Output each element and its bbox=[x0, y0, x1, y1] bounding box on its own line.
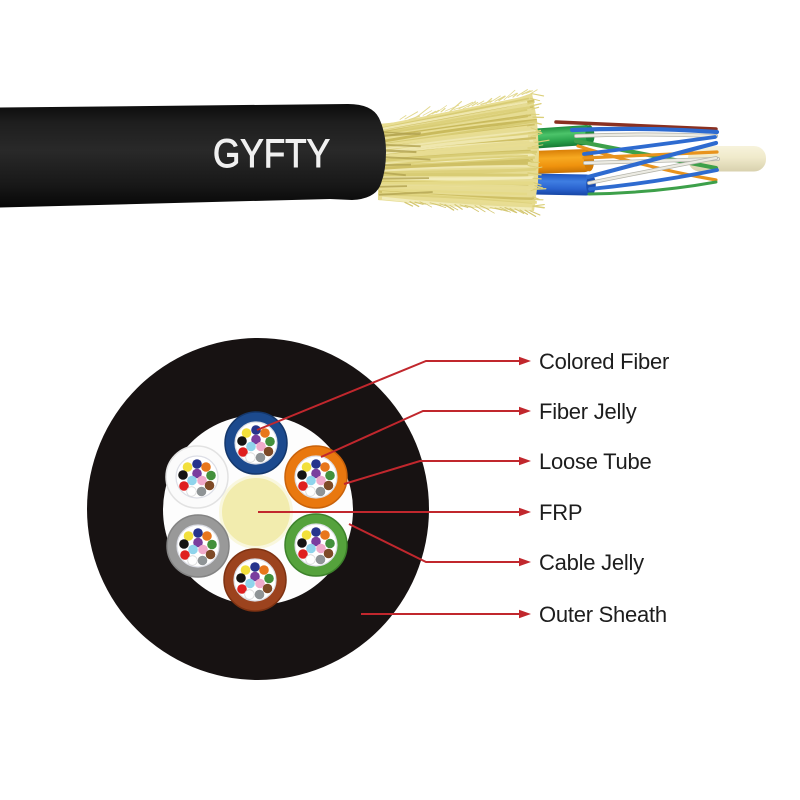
svg-text:Loose Tube: Loose Tube bbox=[539, 449, 651, 474]
svg-text:FRP: FRP bbox=[539, 500, 582, 525]
svg-text:GYFTY: GYFTY bbox=[213, 132, 330, 176]
svg-text:Colored Fiber: Colored Fiber bbox=[539, 349, 669, 374]
svg-text:Outer Sheath: Outer Sheath bbox=[539, 602, 667, 627]
svg-text:Cable Jelly: Cable Jelly bbox=[539, 550, 644, 575]
svg-text:Fiber Jelly: Fiber Jelly bbox=[539, 399, 637, 424]
